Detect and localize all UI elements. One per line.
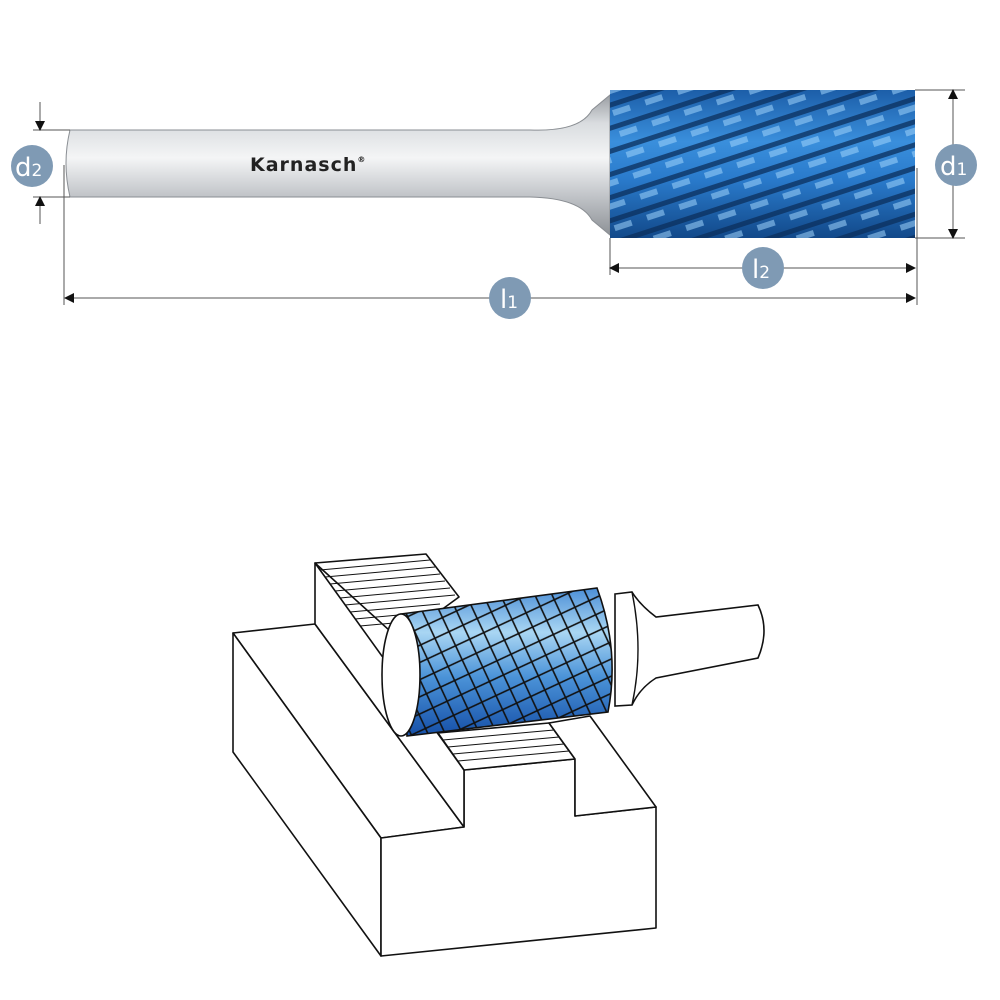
svg-text:l2: l2 — [752, 255, 770, 285]
badge-l2: l2 — [742, 247, 784, 289]
burr-drawing: Karnasch® — [65, 90, 915, 238]
burr-illustration — [381, 587, 765, 737]
shank — [65, 93, 611, 237]
badge-l1: l1 — [489, 277, 531, 319]
cylinder-end-face — [381, 613, 421, 737]
illustration-shank — [614, 591, 765, 707]
svg-text:l1: l1 — [500, 285, 518, 315]
brand-logo: Karnasch® — [250, 154, 366, 176]
badge-d1: d1 — [935, 144, 977, 186]
badge-d2: d2 — [11, 145, 53, 187]
svg-text:d1: d1 — [940, 152, 967, 182]
svg-text:d2: d2 — [15, 153, 42, 183]
dimension-lines — [33, 89, 965, 305]
